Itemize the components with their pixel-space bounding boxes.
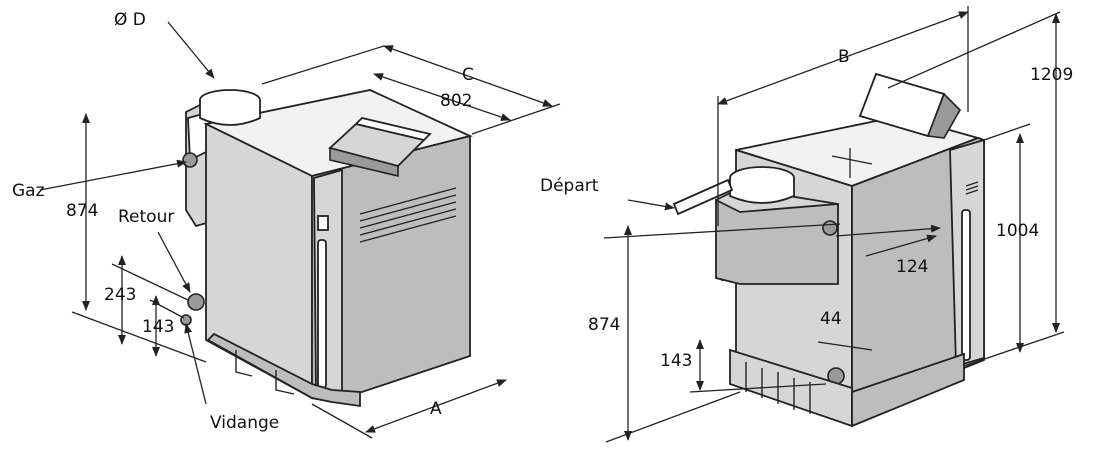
d124-tick-b [831, 155, 873, 165]
b-label: B [838, 47, 850, 67]
height-874-label-right: 874 [588, 315, 620, 335]
right-flue-collar [729, 178, 795, 204]
right-vent [965, 181, 979, 195]
h143-label-right: 143 [660, 351, 692, 371]
return-leader [157, 231, 191, 293]
h1209-label: 1209 [1030, 65, 1073, 85]
left-gas-pipe [182, 152, 198, 168]
height-874-label-left: 874 [66, 201, 98, 221]
return-label: Retour [118, 207, 174, 227]
a-extension-left [311, 403, 373, 439]
d44-label: 44 [820, 309, 842, 329]
c-label: C [462, 65, 474, 85]
flow-label: Départ [540, 176, 599, 196]
h243-extension [111, 263, 189, 301]
h874-extension-top [603, 223, 841, 239]
left-control-box-lid [354, 117, 432, 141]
d124-leader [865, 234, 937, 257]
right-dimensions [603, 6, 1065, 443]
drain-label: Vidange [210, 413, 279, 433]
left-feet [235, 350, 295, 395]
h874-extension-bottom [605, 391, 741, 443]
depth-dimension-line [373, 73, 511, 121]
h143-label-left: 143 [142, 317, 174, 337]
d44-line [817, 341, 873, 351]
a-dimension-line [365, 379, 507, 433]
a-label: A [430, 399, 442, 419]
left-dimensions [39, 21, 561, 439]
h243-label: 243 [104, 285, 136, 305]
right-boiler [672, 72, 985, 428]
depth-extension-line [471, 103, 561, 135]
flow-leader [627, 199, 675, 211]
c-extension-line [261, 45, 385, 85]
left-control-box-front [329, 146, 399, 178]
d124-label: 124 [896, 257, 928, 277]
right-flow-outlet [822, 220, 838, 236]
h1209-extension-top [887, 11, 1061, 89]
h143-extension [149, 299, 185, 319]
h1004-extension-bottom [963, 331, 1065, 367]
left-boiler [180, 89, 473, 408]
d124-line [835, 224, 941, 237]
left-flue-collar [199, 100, 261, 126]
left-side-vent [317, 215, 329, 231]
right-draft-hood-front [715, 198, 839, 285]
right-burner-fins [745, 362, 811, 414]
h143-extension-right [689, 383, 827, 393]
b-dimension-line [717, 11, 969, 105]
left-return-pipe [187, 293, 205, 311]
right-base-front [851, 352, 965, 428]
diameter-leader [167, 21, 215, 79]
right-control-box-side [926, 92, 961, 139]
h1004-label: 1004 [996, 221, 1039, 241]
left-door-handle [317, 239, 327, 389]
left-base-extension [71, 311, 207, 363]
gas-label: Gaz [12, 181, 45, 201]
diameter-label: Ø D [114, 10, 146, 30]
drain-leader [184, 323, 207, 405]
h1004-extension-top [983, 123, 1031, 141]
left-base [206, 332, 361, 408]
right-door-handle [961, 209, 971, 361]
left-front-vents [359, 187, 457, 243]
depth-label: 802 [440, 91, 472, 111]
gas-leader [39, 159, 187, 191]
